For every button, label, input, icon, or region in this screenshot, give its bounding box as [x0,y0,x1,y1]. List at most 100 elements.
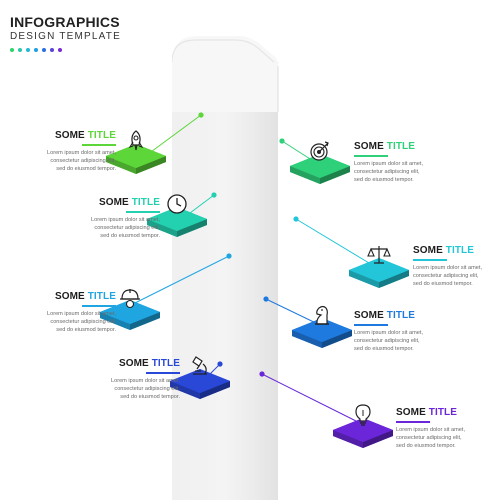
description-line: consectetur adipiscing elit, [396,434,462,441]
description-line: sed do eiusmod tempor. [100,232,160,239]
color-dot [42,48,46,52]
step-text: SOME TITLE Lorem ipsum dolor sit amet,con… [50,197,160,240]
description-line: sed do eiusmod tempor. [354,176,414,183]
title-underline [354,155,388,157]
step-description: Lorem ipsum dolor sit amet,consectetur a… [6,310,116,334]
step-title-accent: TITLE [87,291,116,302]
description-line: consectetur adipiscing elit, [413,272,479,279]
description-line: consectetur adipiscing elit, [354,168,420,175]
step-title: SOME TITLE [354,141,464,153]
step-title: SOME TITLE [70,358,180,370]
color-dot [50,48,54,52]
step-tile [288,152,352,192]
step-tile [331,416,395,456]
step-title-word: SOME [118,358,149,369]
step-tile [168,367,232,407]
chess-knight-icon [309,302,335,328]
title-underline [413,259,447,261]
step-description: Lorem ipsum dolor sit amet,consectetur a… [70,377,180,401]
description-line: sed do eiusmod tempor. [396,442,456,449]
title-underline [82,305,116,307]
step-title: SOME TITLE [354,310,464,322]
step-description: Lorem ipsum dolor sit amet,consectetur a… [50,216,160,240]
step-title-accent: TITLE [386,141,416,152]
description-line: Lorem ipsum dolor sit amet, [110,377,180,384]
step-tile [290,316,354,356]
description-line: sed do eiusmod tempor. [56,326,116,333]
description-line: Lorem ipsum dolor sit amet, [413,264,483,271]
color-dot [18,48,22,52]
step-text: SOME TITLE Lorem ipsum dolor sit amet,con… [6,130,116,173]
microscope-icon [187,353,213,379]
step-title-accent: TITLE [445,245,475,256]
step-tile [98,298,162,338]
connector-dot [293,216,299,222]
description-line: sed do eiusmod tempor. [56,165,116,172]
target-icon [307,138,333,164]
step-title-accent: TITLE [151,358,180,369]
description-line: Lorem ipsum dolor sit amet, [46,310,116,317]
scales-icon [366,242,392,268]
color-dot [26,48,30,52]
color-dot [58,48,62,52]
description-line: Lorem ipsum dolor sit amet, [396,426,466,433]
description-line: consectetur adipiscing elit, [354,337,420,344]
header: INFOGRAPHICS DESIGN TEMPLATE [10,14,121,52]
step-description: Lorem ipsum dolor sit amet,consectetur a… [6,149,116,173]
step-title-word: SOME [54,130,85,141]
step-title: SOME TITLE [6,291,116,303]
step-tile [104,142,168,182]
description-line: Lorem ipsum dolor sit amet, [354,329,424,336]
step-description: Lorem ipsum dolor sit amet,consectetur a… [413,264,500,288]
step-description: Lorem ipsum dolor sit amet,consectetur a… [354,329,464,353]
description-line: Lorem ipsum dolor sit amet, [46,149,116,156]
step-description: Lorem ipsum dolor sit amet,consectetur a… [354,160,464,184]
step-text: SOME TITLE Lorem ipsum dolor sit amet,con… [413,245,500,288]
step-title-word: SOME [354,310,384,321]
step-text: SOME TITLE Lorem ipsum dolor sit amet,con… [396,407,500,450]
step-tile [347,256,411,296]
step-title-word: SOME [54,291,85,302]
description-line: consectetur adipiscing elit, [50,318,116,325]
step-title: SOME TITLE [396,407,500,419]
step-text: SOME TITLE Lorem ipsum dolor sit amet,con… [354,141,464,184]
step-title-accent: TITLE [87,130,116,141]
description-line: sed do eiusmod tempor. [120,393,180,400]
title-underline [396,421,430,423]
step-title-accent: TITLE [428,407,458,418]
infographic-title: INFOGRAPHICS [10,14,120,30]
title-underline [82,144,116,146]
step-title: SOME TITLE [413,245,500,257]
description-line: consectetur adipiscing elit, [114,385,180,392]
step-title-word: SOME [413,245,443,256]
step-text: SOME TITLE Lorem ipsum dolor sit amet,con… [354,310,464,353]
color-dots [10,48,121,52]
step-title: SOME TITLE [50,197,160,209]
pillar [172,62,278,500]
description-line: sed do eiusmod tempor. [413,280,473,287]
step-tile [145,205,209,245]
step-text: SOME TITLE Lorem ipsum dolor sit amet,con… [6,291,116,334]
clock-icon [164,191,190,217]
color-dot [10,48,14,52]
step-title-word: SOME [354,141,384,152]
title-underline [354,324,388,326]
step-title-accent: TITLE [386,310,416,321]
description-line: consectetur adipiscing elit, [94,224,160,231]
pillar-top [172,36,279,112]
step-text: SOME TITLE Lorem ipsum dolor sit amet,con… [70,358,180,401]
step-title-accent: TITLE [131,197,160,208]
description-line: Lorem ipsum dolor sit amet, [354,160,424,167]
step-title-word: SOME [396,407,426,418]
description-line: consectetur adipiscing elit, [50,157,116,164]
description-line: Lorem ipsum dolor sit amet, [90,216,160,223]
description-line: sed do eiusmod tempor. [354,345,414,352]
step-description: Lorem ipsum dolor sit amet,consectetur a… [396,426,500,450]
rocket-icon [123,128,149,154]
gear-helmet-icon [117,284,143,310]
lightbulb-icon [350,402,376,428]
infographic-subtitle: DESIGN TEMPLATE [10,31,121,42]
color-dot [34,48,38,52]
title-underline [146,372,180,374]
step-title: SOME TITLE [6,130,116,142]
